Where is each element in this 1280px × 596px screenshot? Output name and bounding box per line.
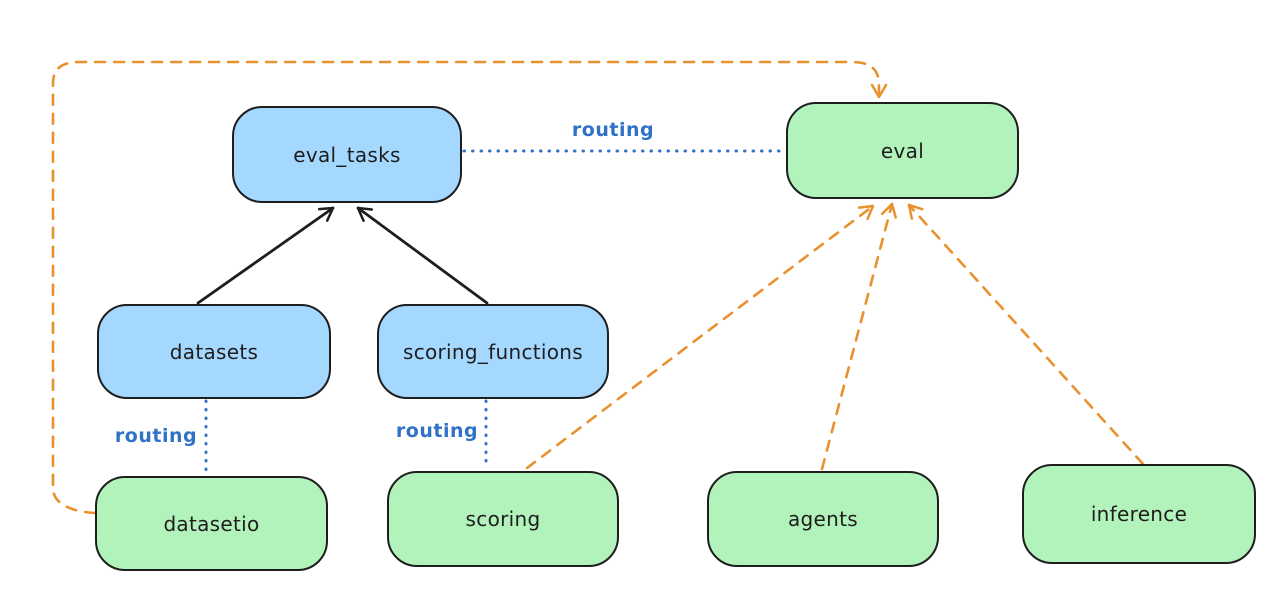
edge-agents-to-eval (820, 202, 897, 471)
node-datasetio-label: datasetio (163, 511, 260, 536)
edge-datasets-to-eval-tasks (196, 206, 335, 305)
node-eval-tasks-label: eval_tasks (293, 142, 401, 167)
edge-scoring-functions-to-eval-tasks (356, 206, 489, 305)
node-scoring-label: scoring (465, 507, 541, 531)
node-inference-label: inference (1090, 502, 1188, 526)
node-inference: inference (1022, 464, 1256, 564)
edge-inference-to-eval (907, 203, 1145, 466)
node-scoring: scoring (387, 471, 619, 567)
node-eval-tasks: eval_tasks (232, 106, 462, 203)
node-eval: eval (786, 102, 1019, 199)
node-datasetio: datasetio (95, 476, 328, 571)
edge-label-routing-top: routing (571, 119, 655, 141)
edge-label-routing-scoring: routing (395, 420, 479, 442)
node-agents-label: agents (788, 507, 858, 531)
node-datasets: datasets (97, 304, 331, 399)
node-eval-label: eval (880, 138, 925, 163)
node-scoring-functions-label: scoring_functions (402, 339, 584, 364)
node-scoring-functions: scoring_functions (377, 304, 609, 399)
edge-label-routing-datasets: routing (114, 425, 198, 447)
edge-scoring-to-eval (525, 204, 875, 470)
node-agents: agents (707, 471, 939, 567)
edge-datasetio-to-eval (51, 60, 888, 515)
node-datasets-label: datasets (169, 339, 259, 364)
